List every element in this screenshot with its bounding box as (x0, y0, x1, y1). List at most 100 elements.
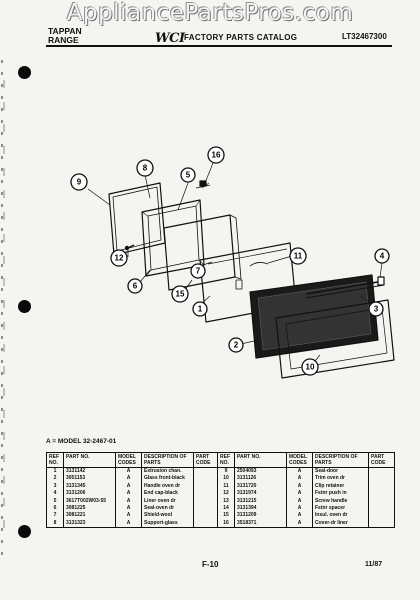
callout-6: 6 (127, 278, 143, 294)
cell-model: A (115, 482, 142, 491)
cell-part-code (193, 475, 218, 483)
cell-ref: 7 (46, 512, 64, 520)
svg-text:9: 9 (77, 178, 82, 187)
cell-ref: 9 (217, 467, 235, 476)
brand-name: TAPPAN (48, 26, 82, 36)
cell-part-code (368, 482, 395, 491)
exploded-door-diagram: 9 8 16 5 12 6 15 7 1 11 4 3 2 10 (70, 146, 395, 379)
callout-5: 5 (180, 167, 196, 183)
cell-desc: Shield-wool (141, 512, 194, 520)
svg-text:12: 12 (115, 254, 124, 263)
cell-part-code (193, 490, 218, 498)
cell-ref: 6 (46, 505, 64, 513)
cell-part: 3131323 (63, 519, 116, 529)
cell-desc: Clip retainer (312, 482, 369, 491)
cell-ref: 15 (217, 512, 235, 520)
cell-desc: Extrusion chan. (141, 467, 194, 476)
svg-text:10: 10 (306, 363, 315, 372)
cell-model: A (115, 467, 142, 476)
catalog-date: 11/87 (365, 561, 383, 568)
cell-part: 3131206 (63, 490, 116, 498)
cell-part: 3131126 (234, 475, 287, 483)
cell-part-code (368, 505, 395, 513)
cell-part-code (368, 467, 395, 476)
wci-logo: WCI (155, 31, 185, 46)
door-trim (275, 299, 395, 379)
callout-4: 4 (374, 248, 390, 264)
cell-ref: 5 (46, 497, 64, 506)
cell-part: 3518371 (234, 519, 287, 529)
cell-part: 3131215 (234, 497, 287, 506)
callout-11: 11 (289, 247, 307, 265)
cell-desc: Liner oven dr (141, 497, 194, 506)
svg-text:7: 7 (196, 267, 201, 276)
door-seal-gasket (108, 182, 166, 256)
cell-desc: Glass front-black (141, 475, 194, 483)
cell-desc: Seal-door (312, 467, 369, 476)
header-ref: REF NO. (217, 452, 235, 468)
cell-ref: 1 (46, 467, 64, 476)
cell-desc: Seal-oven dr (141, 505, 194, 513)
cell-desc: Handle oven dr (141, 482, 194, 491)
page-number: F-10 (202, 560, 219, 569)
cell-part: 3617T002W03-55 (63, 497, 116, 506)
cell-model: A (286, 490, 313, 498)
cell-desc: End cap-black (141, 490, 194, 498)
cell-part-code (368, 490, 395, 498)
callout-8: 8 (136, 159, 154, 177)
callout-16: 16 (207, 146, 225, 164)
door-handle (305, 276, 385, 299)
cell-ref: 3 (46, 482, 64, 491)
header-part: PART NO. (234, 452, 287, 468)
cell-part: 3131974 (234, 490, 287, 498)
cell-model: A (115, 512, 142, 520)
clip-retainer (195, 180, 211, 189)
cell-model: A (286, 497, 313, 506)
header-part-code: PART CODE (368, 452, 395, 468)
cell-model: A (115, 490, 142, 498)
cell-ref: 13 (217, 497, 235, 506)
glass-panel (249, 274, 379, 359)
cell-ref: 8 (46, 519, 64, 529)
svg-text:8: 8 (143, 164, 148, 173)
cell-ref: 16 (217, 519, 235, 529)
header-model: MODEL CODES (115, 452, 142, 468)
cell-model: A (286, 475, 313, 483)
svg-text:5: 5 (186, 171, 191, 180)
cell-part: 3131345 (63, 482, 116, 491)
cell-part-code (193, 497, 218, 506)
cell-part-code (368, 497, 395, 506)
cell-part-code (368, 519, 395, 529)
cell-ref: 10 (217, 475, 235, 483)
punch-hole (18, 525, 31, 538)
parts-table: REF NO. PART NO. MODEL CODES DESCRIPTION… (46, 452, 395, 529)
svg-text:16: 16 (212, 151, 221, 160)
callout-3: 3 (368, 301, 384, 317)
svg-text:4: 4 (380, 252, 385, 261)
cell-model: A (286, 512, 313, 520)
cell-ref: 4 (46, 490, 64, 498)
callout-2: 2 (228, 337, 244, 353)
cell-ref: 14 (217, 505, 235, 513)
callout-15: 15 (171, 285, 189, 303)
cell-part: 3051153 (63, 475, 116, 483)
callout-9: 9 (70, 173, 88, 191)
cell-model: A (286, 467, 313, 476)
cell-part-code (193, 512, 218, 520)
cell-model: A (115, 497, 142, 506)
product-type: RANGE (48, 35, 79, 45)
header-model: MODEL CODES (286, 452, 313, 468)
svg-text:6: 6 (133, 282, 138, 291)
svg-text:3: 3 (374, 305, 379, 314)
cell-part: 3081221 (63, 512, 116, 520)
cell-model: A (286, 482, 313, 491)
watermark-text: AppliancePartsPros.com (66, 0, 354, 26)
cell-part: 3081225 (63, 505, 116, 513)
header-part-code: PART CODE (193, 452, 218, 468)
